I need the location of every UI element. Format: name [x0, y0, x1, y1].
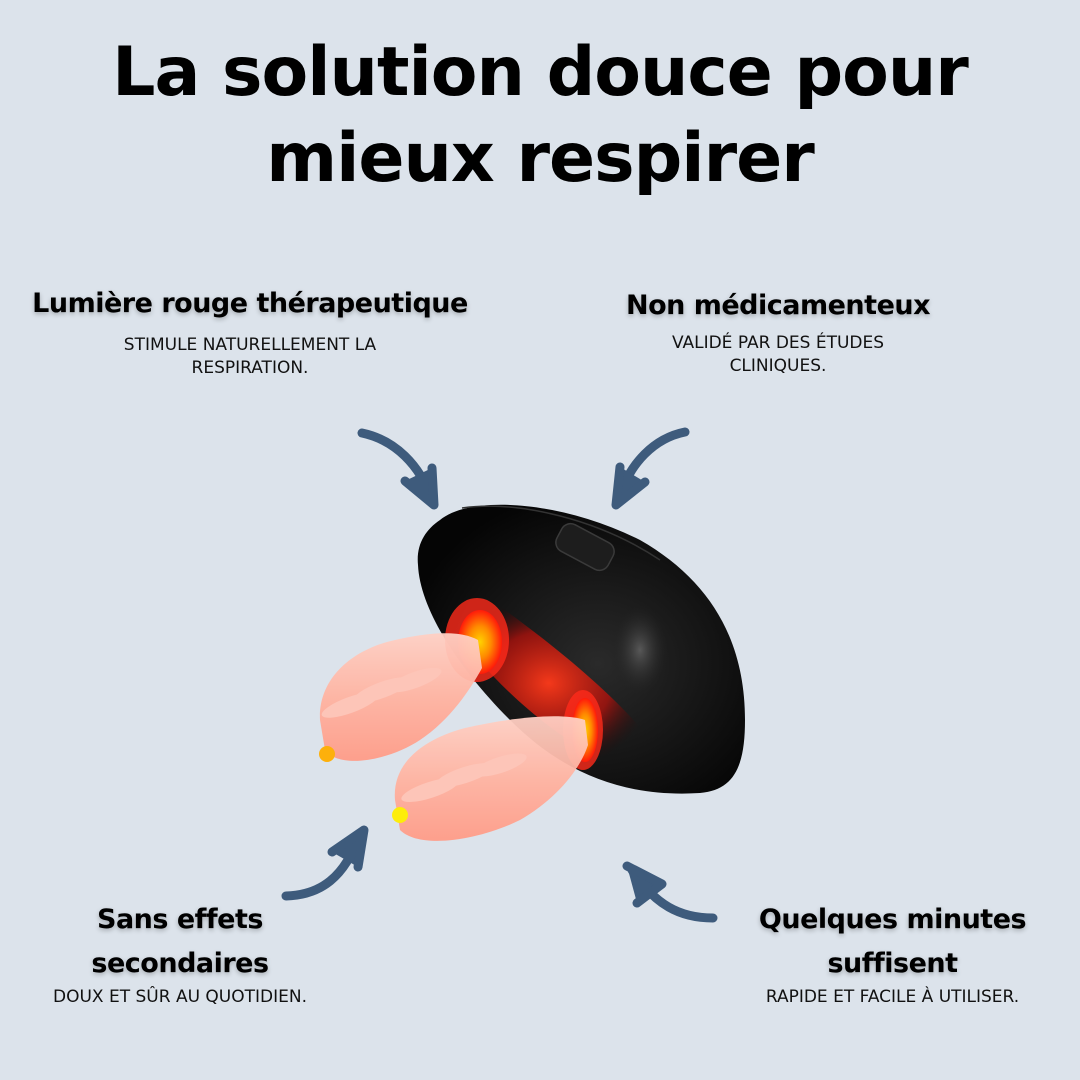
body-highlight	[612, 605, 668, 695]
arrow-bottom-left-icon	[281, 825, 369, 901]
power-button[interactable]	[552, 520, 617, 574]
feature-drug-free: Non médicamenteux VALIDÉ PAR DES ÉTUDES …	[578, 284, 978, 378]
page-title: La solution douce pour mieux respirer	[0, 30, 1080, 202]
feature-description: RAPIDE ET FACILE À UTILISER.	[765, 987, 1020, 1007]
feature-heading: Quelques minutes suffisent	[758, 904, 1027, 979]
feature-description: STIMULE NATURELLEMENT LA RESPIRATION.	[123, 335, 377, 378]
feature-heading: Sans effets secondaires	[91, 904, 269, 979]
nasal-nozzle-lower	[392, 716, 588, 841]
arrow-top-left-icon	[357, 428, 439, 510]
feature-description: VALIDÉ PAR DES ÉTUDES CLINIQUES.	[671, 333, 885, 376]
feature-few-minutes: Quelques minutes suffisent RAPIDE ET FAC…	[735, 898, 1050, 1009]
feature-no-side-effects: Sans effets secondaires DOUX ET SÛR AU Q…	[25, 898, 335, 1009]
feature-heading: Non médicamenteux	[625, 290, 931, 321]
title-line-2: mieux respirer	[266, 119, 815, 198]
nasal-nozzle-upper	[319, 633, 482, 762]
feature-heading: Lumière rouge thérapeutique	[32, 288, 468, 319]
arrow-bottom-right-icon	[622, 861, 718, 923]
feature-red-light: Lumière rouge thérapeutique STIMULE NATU…	[0, 282, 500, 380]
arrow-top-right-icon	[611, 427, 690, 510]
title-line-1: La solution douce pour	[112, 33, 969, 112]
feature-description: DOUX ET SÛR AU QUOTIDIEN.	[53, 987, 307, 1007]
